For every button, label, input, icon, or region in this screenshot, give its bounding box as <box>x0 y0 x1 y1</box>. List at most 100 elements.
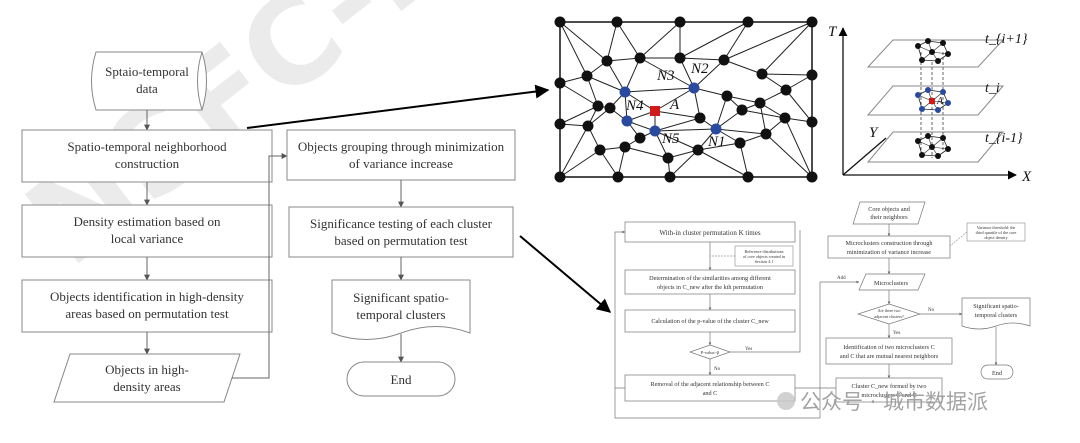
graph-edge <box>697 142 741 151</box>
temporal-layers-3d: T X Y t_{i+1} t_i t_{i-1} A <box>828 24 1032 185</box>
neighbor-node-n5 <box>649 125 661 137</box>
graph-node <box>760 128 772 140</box>
significant-2: temporal clusters <box>975 312 1018 319</box>
test-node <box>288 206 514 258</box>
layer-cluster-2 <box>915 133 951 159</box>
layer-mid <box>866 85 1005 116</box>
permutation-label: With-in cluster permutation K times <box>659 229 760 237</box>
variance-note-2: third quartile of the core <box>976 230 1017 235</box>
detail-flowchart: With-in cluster permutation K times Refe… <box>614 201 1031 419</box>
step1-line2: construction <box>115 156 180 171</box>
graph-node <box>662 152 674 164</box>
result-document-node <box>331 279 471 340</box>
layer-node <box>925 38 931 44</box>
variance-note-1: Variance threshold: the <box>977 225 1016 230</box>
graph-edge <box>761 21 813 75</box>
axis-label-y: Y <box>869 125 879 141</box>
graph-edge <box>784 117 813 178</box>
neighborhood-graph: N3 N2 N4 A N5 N1 <box>554 16 818 183</box>
graph-node <box>806 69 818 81</box>
label-n1: N1 <box>707 134 726 150</box>
output-line2: density areas <box>113 379 181 394</box>
layer-label-bottom: t_{i-1} <box>985 131 1023 146</box>
graph-edge <box>679 57 725 61</box>
core-objects-1: Core objects and <box>868 206 910 213</box>
graph-node <box>806 116 818 128</box>
removal-node <box>624 374 796 402</box>
label-n5: N5 <box>661 131 680 147</box>
layer-node <box>945 51 951 57</box>
layer-node <box>925 133 931 139</box>
layer-node <box>935 153 941 159</box>
graph-edge <box>639 57 695 89</box>
graph-node <box>718 54 730 66</box>
input-data-line2: data <box>136 81 158 96</box>
graph-edge <box>559 82 599 107</box>
label-n2: N2 <box>690 61 709 77</box>
test-line1: Significance testing of each cluster <box>310 216 493 231</box>
neighbor-node-n3 <box>619 86 631 98</box>
graph-edge <box>586 75 626 93</box>
wechat-icon <box>777 392 795 410</box>
graph-node <box>554 16 566 28</box>
label-a: A <box>669 97 680 113</box>
graph-node <box>581 70 593 82</box>
left-flowchart: Sptaio-temporal data Spatio-temporal nei… <box>21 51 288 403</box>
graph-edge <box>741 109 786 119</box>
step2-node <box>21 204 273 258</box>
neighbor-node-n2 <box>688 82 700 94</box>
graph-edge <box>606 21 618 62</box>
layer-node <box>915 138 921 144</box>
graph-edge <box>624 146 669 159</box>
layer-node <box>940 135 946 141</box>
detail-end-label: End <box>992 370 1003 377</box>
graph-node <box>742 171 754 183</box>
step3-line2: areas based on permutation test <box>65 306 229 321</box>
layer-node <box>919 106 925 112</box>
graph-node <box>780 84 792 96</box>
graph-edge <box>723 21 749 61</box>
graph-node <box>634 52 646 64</box>
microclusters-label: Microclusters <box>874 280 909 287</box>
input-data-node: Sptaio-temporal data <box>91 51 207 111</box>
adjacent-no: No <box>928 308 935 313</box>
axis-label-x: X <box>1021 169 1032 185</box>
graph-edge <box>654 117 701 132</box>
layer-top <box>866 39 1005 68</box>
graph-node <box>664 171 676 183</box>
step2-line2: local variance <box>111 231 184 246</box>
graph-node <box>674 52 686 64</box>
graph-edge <box>723 21 813 61</box>
similarity-node <box>624 269 796 295</box>
graph-edge <box>726 95 761 104</box>
graph-node <box>604 102 616 114</box>
neighbor-node-n4 <box>621 115 633 127</box>
group-node <box>286 129 516 181</box>
removal-line2: and C <box>703 390 718 397</box>
step3-line1: Objects identification in high-density <box>50 289 244 304</box>
graph-edge <box>679 21 749 59</box>
adjacent-yes: Yes <box>893 331 900 336</box>
graph-node <box>554 171 566 183</box>
layer-node <box>929 144 935 150</box>
microclusters-construction-1: Microclusters construction through <box>846 240 934 247</box>
result-line1: Significant spatio- <box>353 290 449 305</box>
graph-node <box>734 137 746 149</box>
graph-nodes <box>554 16 818 183</box>
graph-edge <box>723 59 763 75</box>
identification-2: and C that are mutual nearest neighbors <box>840 353 939 360</box>
layer-node <box>945 100 951 106</box>
graph-edge <box>559 125 589 178</box>
axes <box>838 27 1017 180</box>
layer-node <box>925 87 931 93</box>
decision-no: No <box>714 367 721 372</box>
graph-node <box>736 104 748 116</box>
layer-node <box>945 146 951 152</box>
similarity-line1: Determination of the similarities among … <box>649 275 771 282</box>
graph-edge <box>559 21 608 62</box>
loop-left-line <box>614 230 626 388</box>
layer-node <box>929 49 935 55</box>
end-node <box>346 361 456 397</box>
layer-node <box>940 40 946 46</box>
